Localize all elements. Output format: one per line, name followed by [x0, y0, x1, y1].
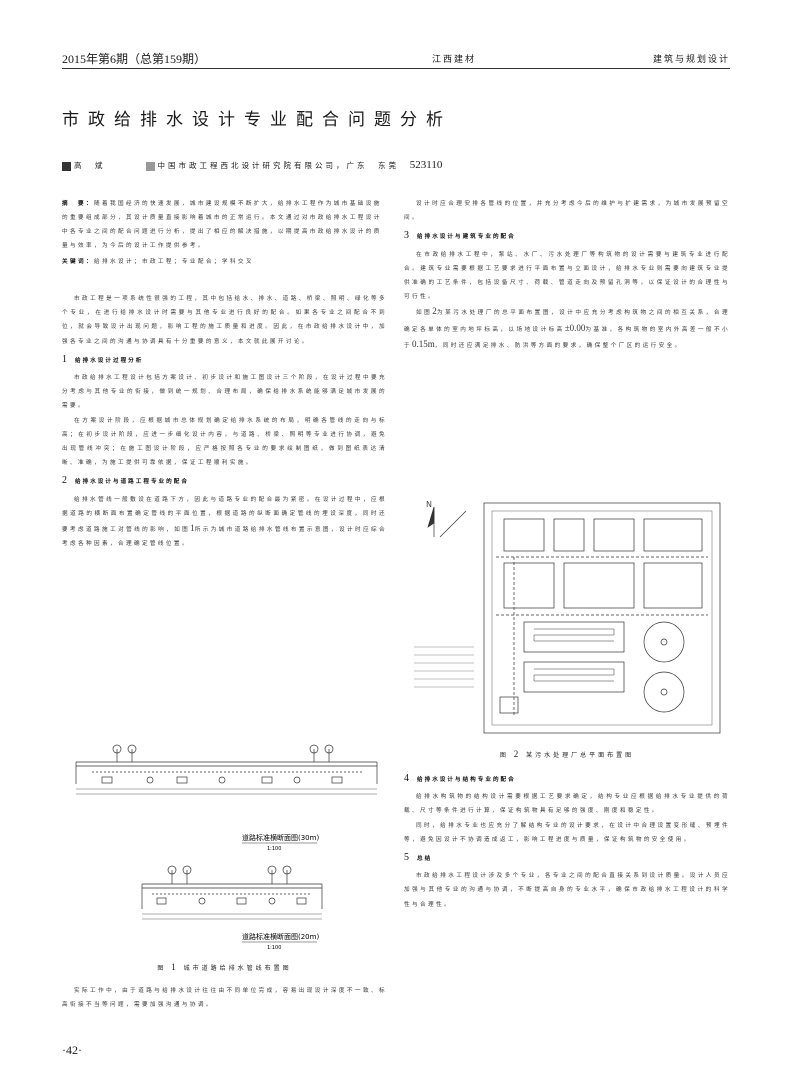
- section-2-para-2: 实际工作中，由于道路与给排水设计往往由不同单位完成，容易出现设计深度不一致、标高…: [62, 988, 387, 1009]
- section-4-para-2: 同时，给排水专业也应充分了解结构专业的设计要求，在设计中合理设置变形缝、预埋件等…: [404, 822, 730, 843]
- header-rule: [62, 68, 730, 69]
- section-name: 建筑与规划设计: [652, 55, 730, 65]
- section-3-para-2: 如图2为某污水处理厂的总平面布置图，设计中应充分考虑构筑物之间的相互关系，合理确…: [404, 306, 730, 349]
- intro-paragraph: 市政工程是一项系统性很强的工程，其中包括给水、排水、道路、桥梁、照明、绿化等多个…: [62, 296, 387, 345]
- paper-title: 市政给排水设计专业配合问题分析: [62, 110, 452, 130]
- abstract-text: 随着我国经济的快速发展，城市建设规模不断扩大，给排水工程作为城市基础设施的重要组…: [62, 201, 382, 249]
- issue-info: 2015年第6期（总第159期）: [62, 52, 207, 66]
- figure-2-ref: 2: [432, 306, 437, 317]
- abstract: 摘 要：随着我国经济的快速发展，城市建设规模不断扩大，给排水工程作为城市基础设施…: [62, 197, 387, 269]
- right-column: 设计时应合理安排各管线的位置，并充分考虑今后的维护与扩建需求，为城市发展预留空间…: [404, 197, 730, 353]
- section-5-para-1: 市政给排水工程设计涉及多个专业，各专业之间的配合直接关系到设计质量。设计人员应加…: [404, 873, 730, 908]
- section-1-para-1: 市政给排水工程设计包括方案设计、初步设计和施工图设计三个阶段，在设计过程中要充分…: [62, 375, 387, 410]
- section-3-para-1: 在市政给排水工程中，泵站、水厂、污水处理厂等构筑物的设计需要与建筑专业进行配合。…: [404, 251, 730, 301]
- left-column-tail: 实际工作中，由于道路与给排水设计往往由不同单位完成，容易出现设计深度不一致、标高…: [62, 984, 387, 1012]
- page-number: ·42·: [62, 1043, 82, 1057]
- author-postcode: 523110: [409, 159, 443, 171]
- journal-name: 江西建材: [432, 55, 477, 65]
- affiliation-marker-icon: [145, 161, 155, 171]
- figure-2: N 图 2 某污水处理厂总平面布置图: [404, 497, 730, 761]
- fig1-scale-a: 1:100: [267, 846, 281, 852]
- section-2-continued: 设计时应合理安排各管线的位置，并充分考虑今后的维护与扩建需求，为城市发展预留空间…: [404, 201, 730, 222]
- figure-1-caption: 图 1 城市道路给排水管线布置图: [157, 962, 292, 972]
- figure-1-drawing: 道路标准横断面图(30m) 1:100 道路标准横断面图(20m) 1:100: [75, 744, 378, 951]
- figure-1: 道路标准横断面图(30m) 1:100 道路标准横断面图(20m) 1:100 …: [62, 744, 387, 972]
- height-gap-value: 0.15m: [412, 338, 435, 349]
- author-line: 高 斌 中国市政工程西北设计研究院有限公司，广东 东莞 523110: [62, 159, 442, 171]
- section-4-para-1: 给排水构筑物的结构设计需要根据工艺要求确定，结构专业应根据给排水专业提供的荷载、…: [404, 794, 730, 815]
- running-header: 2015年第6期（总第159期） 江西建材 建筑与规划设计: [62, 50, 730, 72]
- figure-1-ref: 1: [190, 523, 195, 534]
- keywords-text: 给排水设计；市政工程；专业配合；学科交叉: [93, 259, 254, 265]
- fig1-label-b: 道路标准横断面图(20m): [242, 932, 319, 941]
- section-1-para-2: 在方案设计阶段，应根据城市总体规划确定给排水系统的布局，明确各管线的走向与标高；…: [62, 417, 387, 467]
- figure-2-drawing: N: [414, 500, 721, 734]
- elevation-value: ±0.00: [564, 322, 586, 333]
- fig1-scale-b: 1:100: [267, 945, 281, 951]
- section-2-para-1: 给排水管线一般敷设在道路下方，因此与道路专业的配合最为紧密。在设计过程中，应根据…: [62, 496, 387, 548]
- author-marker-icon: [62, 161, 71, 171]
- figure-2-caption: 图 2 某污水处理厂总平面布置图: [499, 749, 635, 759]
- keywords-label: 关键词：: [62, 259, 94, 265]
- author-affiliation: 中国市政工程西北设计研究院有限公司，广东 东莞: [157, 161, 399, 170]
- author-name: 高 斌: [74, 161, 106, 170]
- fig1-label-a: 道路标准横断面图(30m): [242, 833, 319, 842]
- north-icon: N: [426, 500, 432, 509]
- abstract-label: 摘 要：: [62, 201, 94, 207]
- left-column: 市政工程是一项系统性很强的工程，其中包括给水、排水、道路、桥梁、照明、绿化等多个…: [62, 292, 387, 551]
